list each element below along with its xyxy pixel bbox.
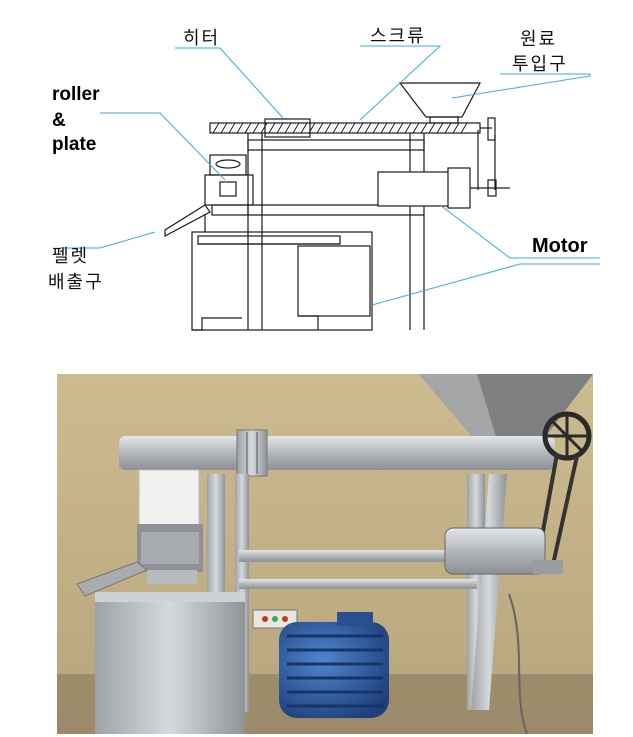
photo-drive-wheel [542, 411, 592, 461]
label-screw: 스크류 [370, 26, 426, 47]
photo-base-cabinet [95, 592, 245, 734]
label-roller-line1: roller [52, 84, 100, 105]
label-roller-line3: plate [52, 134, 96, 155]
label-heater: 히터 [183, 28, 220, 49]
hopper [398, 82, 481, 118]
machine-photo [57, 374, 593, 734]
label-hopper-line2: 투입구 [512, 54, 568, 75]
label-pellet-line1: 펠렛 [52, 246, 89, 267]
photo-screw-barrel [119, 436, 555, 470]
roller-housing [209, 154, 247, 176]
drive-pulley [487, 117, 496, 141]
photo-roller-housing [138, 469, 200, 529]
roller-plate-assembly [204, 174, 254, 206]
label-motor: Motor [532, 235, 588, 257]
base-cabinet [191, 231, 373, 331]
photo-side-motor [444, 527, 546, 575]
machine-schematic-drawing: 히터 스크류 원료 투입구 roller & plate 펠렛 배출구 Moto… [48, 26, 600, 331]
label-roller-line2: & [52, 110, 66, 131]
label-pellet-line2: 배출구 [48, 272, 104, 293]
photo-main-motor [279, 612, 389, 718]
drive-motor-drawing [377, 171, 451, 207]
photo-pellet-chute [76, 561, 148, 597]
pellet-chute [164, 204, 211, 237]
leader-lines [60, 45, 600, 306]
main-motor-drawing [297, 245, 371, 317]
screw-flights [212, 122, 468, 134]
heater-band [264, 118, 311, 138]
label-hopper-line1: 원료 [520, 29, 557, 50]
